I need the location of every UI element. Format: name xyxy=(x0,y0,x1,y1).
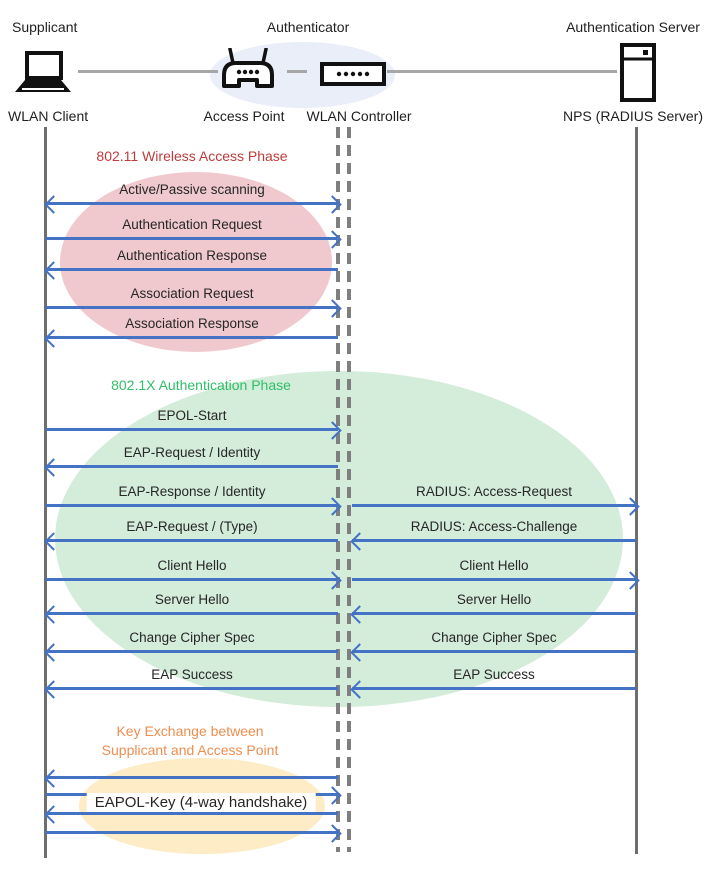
message-line-left-2 xyxy=(46,268,338,271)
message-line-left-7 xyxy=(46,504,338,507)
arrowhead-left-icon xyxy=(44,328,63,348)
arrowhead-left-icon xyxy=(44,804,63,824)
message-label-right-0: RADIUS: Access-Request xyxy=(415,484,573,499)
message-label-left-8: EAP-Request / (Type) xyxy=(126,519,258,534)
message-line-left-0 xyxy=(46,202,338,205)
message-line-left-16 xyxy=(46,831,338,834)
message-label-left-6: EAP-Request / Identity xyxy=(123,445,261,460)
message-label-right-5: EAP Success xyxy=(453,667,535,682)
message-label-left-0: Active/Passive scanning xyxy=(119,182,265,197)
message-label-left-11: Change Cipher Spec xyxy=(129,630,255,645)
arrowhead-left-icon xyxy=(44,457,63,477)
message-label-right-4: Change Cipher Spec xyxy=(431,630,557,645)
message-label-right-2: Client Hello xyxy=(459,558,529,573)
arrowhead-left-icon xyxy=(44,679,63,699)
access-point-icon xyxy=(219,47,277,96)
message-line-left-6 xyxy=(46,465,338,468)
phase-title-1: 802.11 Wireless Access Phase xyxy=(96,148,288,164)
server-icon xyxy=(619,43,657,107)
message-label-left-12: EAP Success xyxy=(151,667,233,682)
phase-title-2: 802.1X Authentication Phase xyxy=(111,377,291,393)
message-line-left-10 xyxy=(46,612,338,615)
message-line-right-4 xyxy=(352,650,636,653)
message-line-left-12 xyxy=(46,687,338,690)
message-label-left-2: Authentication Response xyxy=(116,248,268,263)
message-line-right-2 xyxy=(352,578,636,581)
message-line-left-5 xyxy=(46,428,338,431)
connector-controller-server xyxy=(387,70,617,73)
lifeline-radius-server xyxy=(635,127,638,854)
arrowhead-left-icon xyxy=(44,768,63,788)
role-label-authenticator: Authenticator xyxy=(266,19,350,35)
message-label-left-5: EPOL-Start xyxy=(157,408,227,423)
arrowhead-left-icon xyxy=(44,642,63,662)
role-label-authentication-server: Authentication Server xyxy=(566,19,700,35)
connector-client-ap xyxy=(78,70,218,73)
arrowhead-left-icon xyxy=(44,194,63,214)
message-line-left-9 xyxy=(46,578,338,581)
message-line-right-5 xyxy=(352,687,636,690)
message-label-left-9: Client Hello xyxy=(157,558,227,573)
device-label-wlan-controller: WLAN Controller xyxy=(306,108,412,124)
role-label-supplicant: Supplicant xyxy=(12,19,78,35)
message-line-right-3 xyxy=(352,612,636,615)
device-label-wlan-client: WLAN Client xyxy=(8,108,89,124)
device-label-nps-radius-server: NPS (RADIUS Server) xyxy=(562,108,704,124)
lifeline-authenticator-dashed-1 xyxy=(336,127,340,852)
wlan-controller-icon xyxy=(320,62,386,91)
message-line-left-4 xyxy=(46,336,338,339)
message-label-right-1: RADIUS: Access-Challenge xyxy=(410,519,578,534)
message-label-left-1: Authentication Request xyxy=(122,217,262,232)
arrowhead-left-icon xyxy=(44,604,63,624)
message-line-right-1 xyxy=(352,539,636,542)
device-label-access-point: Access Point xyxy=(203,108,285,124)
message-label-left-10: Server Hello xyxy=(154,592,230,607)
message-label-left-15: EAPOL-Key (4-way handshake) xyxy=(86,793,316,812)
message-label-right-3: Server Hello xyxy=(456,592,532,607)
connector-ap-controller xyxy=(287,70,307,73)
message-line-left-1 xyxy=(46,237,338,240)
message-line-left-13 xyxy=(46,776,338,779)
message-line-left-3 xyxy=(46,306,338,309)
message-line-left-15 xyxy=(46,812,338,815)
message-line-right-0 xyxy=(352,504,636,507)
message-line-left-8 xyxy=(46,539,338,542)
laptop-icon xyxy=(12,51,74,99)
message-label-left-4: Association Response xyxy=(125,316,259,331)
message-line-left-11 xyxy=(46,650,338,653)
lifeline-wlan-client xyxy=(44,127,47,858)
message-label-left-3: Association Request xyxy=(130,286,254,301)
lifeline-authenticator-dashed-2 xyxy=(347,127,351,852)
message-label-left-7: EAP-Response / Identity xyxy=(118,484,266,499)
